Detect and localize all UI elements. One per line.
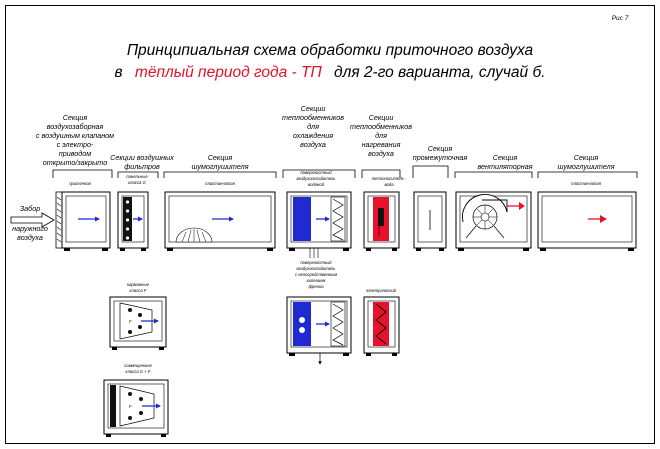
droplet-eliminator-icon — [332, 303, 344, 346]
svg-text:охлаждения: охлаждения — [293, 131, 333, 140]
sub-silencer2: пластинчатая — [571, 181, 601, 186]
svg-text:Секции: Секции — [301, 104, 326, 113]
label-silencer2: Секция шумоглушителя — [557, 153, 614, 171]
label-silencer1: Секция шумоглушителя — [191, 153, 248, 171]
droplet-eliminator-icon — [332, 198, 344, 241]
svg-text:теплообменников: теплообменников — [350, 122, 412, 131]
svg-text:воздуха: воздуха — [17, 233, 43, 242]
svg-text:класса F: класса F — [130, 288, 147, 293]
svg-text:шумоглушителя: шумоглушителя — [557, 162, 614, 171]
svg-text:электрический: электрический — [366, 288, 397, 293]
inlet-label: Забор наружного воздуха — [12, 204, 48, 242]
water-cooler-coil-icon — [293, 197, 311, 241]
svg-text:Секция: Секция — [574, 153, 599, 162]
svg-text:с непосредственным: с непосредственным — [295, 272, 337, 277]
label-intake: Секция воздухозаборная с воздушным клапа… — [36, 113, 114, 167]
svg-text:Секция: Секция — [493, 153, 518, 162]
filter-media-icon — [125, 200, 130, 240]
label-cooling: Секции теплообменников для охлаждения во… — [282, 104, 344, 149]
sub-cooling-2: воздухоохладитель — [297, 176, 336, 181]
svg-text:Секция: Секция — [428, 144, 453, 153]
svg-text:теплообменников: теплообменников — [282, 113, 344, 122]
svg-text:фильтров: фильтров — [124, 162, 160, 171]
sub-heating-1: теплоноситель - — [372, 176, 407, 181]
svg-text:с воздушным клапаном: с воздушным клапаном — [36, 131, 114, 140]
alt-combined-filter: совмещенные класса G + F F — [103, 363, 169, 437]
sub-filters-2: класса G — [128, 180, 146, 185]
svg-text:наружного: наружного — [12, 224, 48, 233]
sub-intake: приточная — [69, 181, 91, 186]
label-filters: Секции воздушных фильтров — [110, 153, 174, 171]
panel-filter-icon — [110, 385, 116, 427]
section-intermediate — [413, 191, 447, 251]
svg-text:приводом: приводом — [59, 149, 92, 158]
svg-text:Секция: Секция — [208, 153, 233, 162]
svg-text:воздуха: воздуха — [368, 149, 394, 158]
svg-text:для: для — [375, 131, 387, 140]
page-frame — [5, 5, 655, 444]
fan-housing-icon — [462, 194, 508, 223]
svg-text:шумоглушителя: шумоглушителя — [191, 162, 248, 171]
title-line2-suffix: для 2-го варианта, случай б. — [334, 64, 545, 81]
svg-text:поверхностный: поверхностный — [300, 260, 332, 265]
title-line1: Принципиальная схема обработки приточног… — [127, 42, 534, 59]
section-silencer1 — [164, 191, 276, 251]
title-line2-prefix: в — [115, 64, 123, 81]
svg-text:фреона: фреона — [308, 284, 324, 289]
combined-filter-mark: F — [129, 404, 132, 409]
svg-text:совмещенные: совмещенные — [124, 363, 152, 368]
svg-text:Секция: Секция — [63, 113, 88, 122]
figure-label: Рис 7 — [612, 15, 629, 22]
title-line2-accent: тёплый период года - ТП — [135, 64, 323, 81]
pocket-filter-icon — [119, 385, 155, 427]
svg-text:открыто/закрыто: открыто/закрыто — [43, 158, 107, 167]
section-heating — [363, 191, 400, 251]
svg-text:Забор: Забор — [20, 204, 40, 213]
alt-pocket-filter: карманные класса F F — [109, 282, 167, 350]
alt-freon-cooler: поверхностный воздухоохладитель с непоср… — [286, 260, 352, 365]
pocket-filter-icon — [119, 302, 153, 340]
damper-icon — [56, 196, 62, 243]
svg-text:кипением: кипением — [307, 278, 326, 283]
svg-text:для: для — [307, 122, 319, 131]
freon-cooler-coil-icon — [293, 302, 311, 346]
sub-heating-2: вода — [384, 182, 394, 187]
svg-text:с электро-: с электро- — [57, 140, 94, 149]
sub-filters-1: панельные — [126, 174, 148, 179]
section-cooling — [286, 191, 352, 258]
sub-cooling-1: поверхностный — [300, 170, 332, 175]
svg-text:Секции воздушных: Секции воздушных — [110, 153, 174, 162]
svg-text:воздуха: воздуха — [300, 140, 326, 149]
label-heating: Секции теплообменников для нагревания во… — [350, 113, 412, 158]
svg-text:Секции: Секции — [369, 113, 394, 122]
pocket-filter-mark: F — [129, 319, 132, 324]
sub-cooling-3: водяной — [308, 182, 325, 187]
section-intake — [55, 191, 111, 251]
section-silencer2 — [537, 191, 637, 251]
svg-text:воздухоохладитель: воздухоохладитель — [297, 266, 336, 271]
label-intermediate: Секция промежуточная — [413, 144, 468, 162]
section-fan — [455, 191, 532, 251]
svg-text:воздухозаборная: воздухозаборная — [47, 122, 104, 131]
label-fan: Секция вентиляторная — [477, 153, 532, 171]
svg-text:нагревания: нагревания — [362, 140, 401, 149]
svg-text:карманные: карманные — [127, 282, 149, 287]
title-line2: в тёплый период года - ТП для 2-го вариа… — [115, 64, 546, 81]
svg-text:промежуточная: промежуточная — [413, 153, 468, 162]
alt-electric-heater: электрический — [363, 288, 400, 356]
inlet-arrow-icon — [10, 212, 55, 228]
svg-text:класса G + F: класса G + F — [126, 369, 151, 374]
svg-text:вентиляторная: вентиляторная — [477, 162, 532, 171]
label-brackets — [52, 165, 638, 178]
section-filters — [117, 191, 149, 251]
sub-silencer1: пластинчатая — [205, 181, 235, 186]
